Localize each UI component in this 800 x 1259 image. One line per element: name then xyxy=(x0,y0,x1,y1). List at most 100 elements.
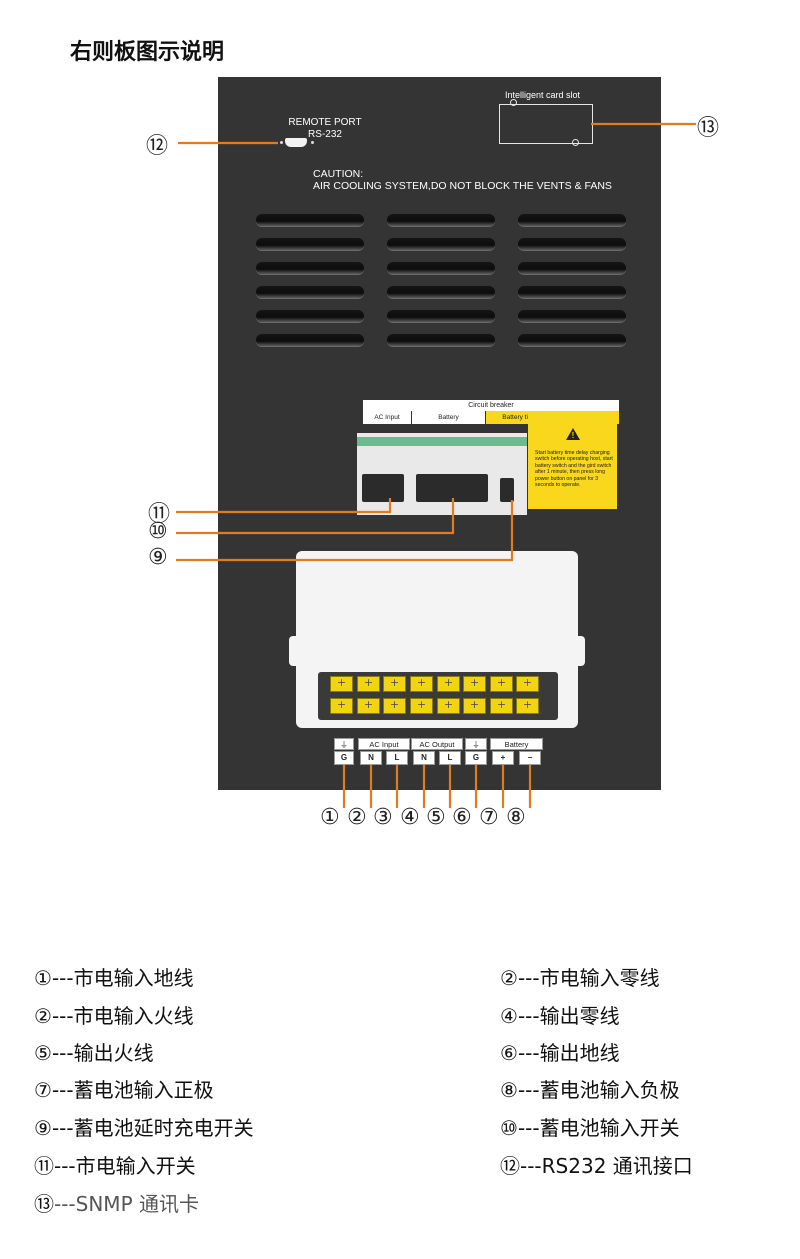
terminal-screw xyxy=(383,698,406,714)
vent-slot xyxy=(518,214,626,226)
vent-slot xyxy=(256,262,364,274)
vent-slot xyxy=(256,238,364,250)
terminal-l-in: L xyxy=(386,751,408,765)
terminal-screw xyxy=(330,676,353,692)
callout-3: ③ xyxy=(373,805,393,830)
legend-num: ⑪ xyxy=(34,1154,54,1178)
vent-slot xyxy=(256,286,364,298)
vent-slot xyxy=(387,214,495,226)
warning-icon xyxy=(566,428,580,440)
terminal-minus: − xyxy=(519,751,541,765)
terminal-screw xyxy=(490,676,513,692)
vent-slot xyxy=(387,310,495,322)
rs232-screw-left xyxy=(280,141,283,144)
callout-2: ② xyxy=(347,805,367,830)
legend-text: ---输出零线 xyxy=(517,1004,620,1028)
delay-charging-switch-handle[interactable] xyxy=(500,478,514,502)
legend-num: ② xyxy=(500,966,518,990)
cb-ac-input-label: AC Input xyxy=(363,411,412,424)
legend-num: ⑧ xyxy=(500,1078,518,1102)
vent-slot xyxy=(256,334,364,346)
legend-item-9: ⑨ ---蓄电池延时充电开关 xyxy=(34,1112,254,1141)
legend-num: ① xyxy=(34,966,52,990)
vent-slot xyxy=(387,334,495,346)
card-slot-screw-top xyxy=(510,99,517,106)
legend-num: ⑥ xyxy=(500,1041,518,1065)
vent-slot xyxy=(518,310,626,322)
callout-12: ⑫ xyxy=(146,134,169,159)
rs232-text: RS-232 xyxy=(308,129,342,140)
ground-symbol-1: ⏚ xyxy=(334,738,354,750)
legend-text: ---蓄电池延时充电开关 xyxy=(51,1116,254,1140)
terminal-n-out: N xyxy=(413,751,435,765)
vent-slot xyxy=(387,262,495,274)
legend-item-10: ⑩---蓄电池输入开关 xyxy=(500,1112,680,1141)
callout-7: ⑦ xyxy=(479,805,499,830)
legend-text: ---市电输入零线 xyxy=(517,966,660,990)
vent-slot xyxy=(518,286,626,298)
callout-5: ⑤ xyxy=(426,805,446,830)
cb-battery-label: Battery xyxy=(412,411,485,424)
callout-6: ⑥ xyxy=(452,805,472,830)
legend-item-1: ① ---市电输入地线 xyxy=(34,962,194,991)
terminal-g-1: G xyxy=(334,751,354,765)
legend-item-13: ⑬ ---SNMP 通讯卡 xyxy=(34,1188,199,1217)
leader-10 xyxy=(176,498,455,535)
battery-breaker-handle[interactable] xyxy=(416,474,488,502)
warning-exclamation: ! xyxy=(571,431,575,440)
remote-port-text: REMOTE PORT xyxy=(288,117,362,128)
callout-11: ⑪ xyxy=(148,502,171,527)
vent-slot xyxy=(256,214,364,226)
callout-9: ⑨ xyxy=(148,545,168,570)
terminal-screw xyxy=(437,676,460,692)
terminal-screw xyxy=(516,676,539,692)
ac-input-breaker-handle[interactable] xyxy=(362,474,404,502)
legend-item-5: ⑤ ---输出火线 xyxy=(34,1037,154,1066)
terminal-screw xyxy=(383,676,406,692)
legend-num: ⑫ xyxy=(500,1154,520,1178)
ac-output-terminal-label: AC Output xyxy=(411,738,463,750)
terminal-screw xyxy=(357,676,380,692)
vent-slot xyxy=(518,334,626,346)
legend-text: ---输出火线 xyxy=(51,1041,154,1065)
legend-text: ---市电输入火线 xyxy=(51,1004,194,1028)
vent-slot xyxy=(518,262,626,274)
leader-9 xyxy=(176,500,514,562)
legend-item-12: ⑫---RS232 通讯接口 xyxy=(500,1150,693,1179)
legend-num: ⑨ xyxy=(34,1116,52,1140)
warning-text: Start battery time delay charging switch… xyxy=(535,450,613,489)
battery-terminal-label: Battery xyxy=(490,738,543,750)
legend-num: ⑦ xyxy=(34,1078,52,1102)
caution-line-2: AIR COOLING SYSTEM,DO NOT BLOCK THE VENT… xyxy=(313,180,612,192)
card-slot-screw-bottom xyxy=(572,139,579,146)
caution-line-1: CAUTION: xyxy=(313,168,364,180)
vent-slot xyxy=(387,238,495,250)
legend-text: ---蓄电池输入正极 xyxy=(51,1078,214,1102)
terminal-l-out: L xyxy=(439,751,461,765)
terminal-screw xyxy=(357,698,380,714)
terminal-g-2: G xyxy=(465,751,487,765)
callout-1: ① xyxy=(320,805,340,830)
legend-item-7: ⑦ ---蓄电池输入正极 xyxy=(34,1074,214,1103)
legend-num: ⑤ xyxy=(34,1041,52,1065)
terminal-n-in: N xyxy=(360,751,382,765)
terminal-screw xyxy=(410,676,433,692)
legend-text: ---RS232 通讯接口 xyxy=(520,1154,693,1178)
circuit-breaker-header: Circuit breaker xyxy=(363,400,619,411)
ac-input-terminal-label: AC Input xyxy=(358,738,410,750)
rs232-port xyxy=(285,138,307,147)
legend-text: ---SNMP 通讯卡 xyxy=(54,1192,199,1216)
terminal-screw xyxy=(410,698,433,714)
legend-item-2: ②---市电输入零线 xyxy=(500,962,660,991)
legend-text: ---市电输入地线 xyxy=(51,966,194,990)
terminal-screw xyxy=(437,698,460,714)
ground-symbol-2: ⏚ xyxy=(465,738,487,750)
vent-slot xyxy=(256,310,364,322)
legend-text: ---蓄电池输入开关 xyxy=(517,1116,680,1140)
legend-num: ⑩ xyxy=(500,1116,518,1140)
terminal-screw xyxy=(490,698,513,714)
callout-10: ⑩ xyxy=(148,519,168,544)
page-title: 右则板图示说明 xyxy=(70,40,225,65)
legend-item-4: ④---输出零线 xyxy=(500,1000,620,1029)
